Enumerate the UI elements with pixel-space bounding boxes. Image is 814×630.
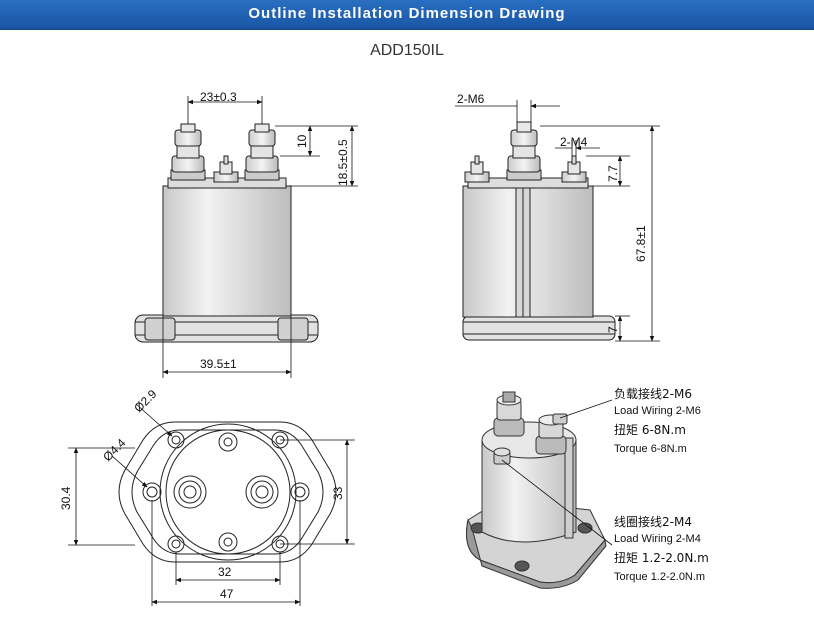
- dim-hole-small: Ø2.9: [131, 387, 160, 416]
- dim-stud-total-height: 18.5±0.5: [336, 139, 350, 186]
- leader-lines: [501, 399, 613, 546]
- load-wiring-cn: 负载接线2-M6: [614, 386, 692, 401]
- dim-terminal-height: 10: [295, 134, 309, 148]
- dim-base-width: 39.5±1: [200, 357, 237, 371]
- dim-terminal-spacing: 23±0.3: [200, 90, 237, 104]
- load-torque-en: Torque 6-8N.m: [614, 443, 687, 455]
- dim-flange-thickness: 7: [606, 326, 620, 333]
- coil-torque-en: Torque 1.2-2.0N.m: [614, 571, 705, 583]
- dim-coil-stud-height: 7.7: [606, 165, 620, 182]
- dim-hole-mount: Ø4.4: [100, 436, 129, 465]
- side-dimension-lines: [455, 100, 660, 342]
- coil-wiring-cn: 线圈接线2-M4: [614, 514, 692, 529]
- model-name: ADD150IL: [370, 42, 444, 59]
- title-banner: [0, 0, 814, 30]
- front-view: [134, 123, 319, 343]
- dim-total-height: 67.8±1: [634, 225, 648, 262]
- dim-bottom-depth: 30.4: [59, 486, 73, 510]
- load-torque-cn: 扭矩 6-8N.m: [614, 423, 686, 437]
- dim-coil-stud: 2-M4: [560, 135, 588, 149]
- side-view: [462, 121, 616, 341]
- dim-mount-spacing-h: 32: [218, 565, 232, 579]
- coil-torque-cn: 扭矩 1.2-2.0N.m: [614, 551, 709, 565]
- drawing-title: Outline Installation Dimension Drawing: [248, 5, 566, 22]
- bottom-view: [118, 421, 337, 563]
- front-dimension-lines: [162, 96, 358, 378]
- coil-wiring-en: Load Wiring 2-M4: [614, 533, 701, 545]
- dim-mount-spacing-v: 33: [331, 486, 345, 500]
- load-wiring-en: Load Wiring 2-M6: [614, 405, 701, 417]
- isometric-view: [466, 391, 607, 589]
- dim-flange-width: 47: [220, 587, 234, 601]
- dim-load-stud: 2-M6: [457, 92, 485, 106]
- bottom-dimension-lines: [68, 403, 355, 606]
